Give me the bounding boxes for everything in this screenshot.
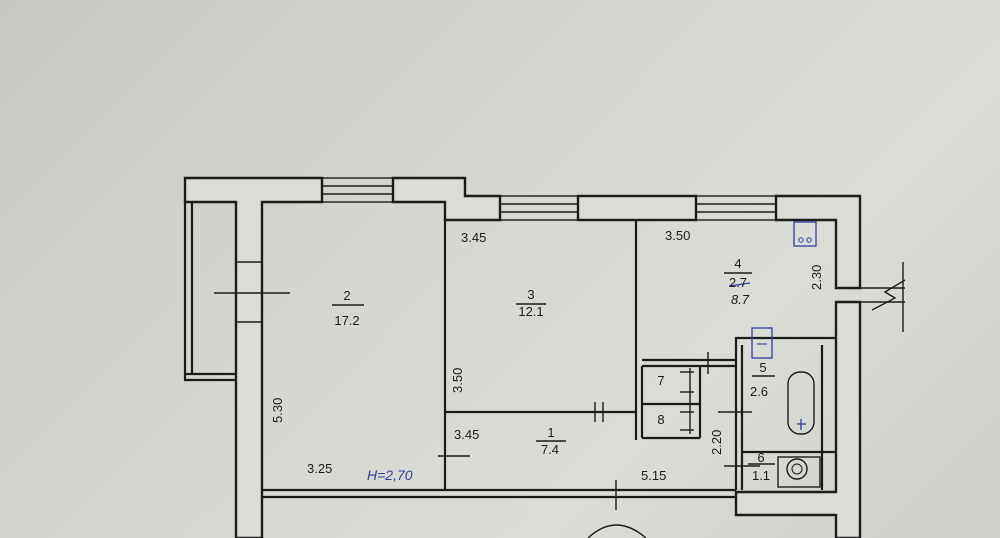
dim-room4-width: 3.50 <box>665 228 691 243</box>
room-3-number: 3 <box>527 287 535 302</box>
room-5-area: 2.6 <box>749 384 769 399</box>
bathroom-fixtures <box>777 371 821 488</box>
area-strike-through <box>728 282 751 287</box>
room-4-area-corrected: 8.7 <box>730 292 750 307</box>
exterior-walls <box>183 176 862 538</box>
partitions <box>262 220 836 499</box>
room-2-area: 17.2 <box>334 313 360 328</box>
room-6-area: 1.1 <box>751 468 771 483</box>
room-4-number: 4 <box>734 256 742 271</box>
room-3-area: 12.1 <box>518 304 544 319</box>
ceiling-height-note: H=2,70 <box>367 467 413 483</box>
room-4-area: 2.7 <box>728 275 748 290</box>
kitchen-fixtures <box>751 221 817 359</box>
balcony <box>183 202 290 382</box>
dim-corridor-length: 5.15 <box>641 468 667 483</box>
dim-room3-width: 3.45 <box>461 230 487 245</box>
dim-room2-width: 3.25 <box>307 461 333 476</box>
room-1-area: 7.4 <box>540 442 560 457</box>
door-marks <box>438 352 760 538</box>
dim-room3-length: 3.50 <box>450 367 465 393</box>
room-8-number: 8 <box>657 412 665 427</box>
room-1-number: 1 <box>547 425 555 440</box>
entrance-break <box>860 262 906 332</box>
dim-bath-length: 2.20 <box>709 429 724 455</box>
dim-corridor-width: 3.45 <box>454 427 480 442</box>
room-2-number: 2 <box>343 288 351 303</box>
room-6-number: 6 <box>757 450 765 465</box>
room-5-number: 5 <box>759 360 767 375</box>
dim-room4-depth: 2.30 <box>809 264 824 290</box>
room-7-number: 7 <box>657 373 665 388</box>
label-bars <box>332 272 775 465</box>
dim-room2-length: 5.30 <box>270 397 285 423</box>
windows <box>321 177 777 221</box>
